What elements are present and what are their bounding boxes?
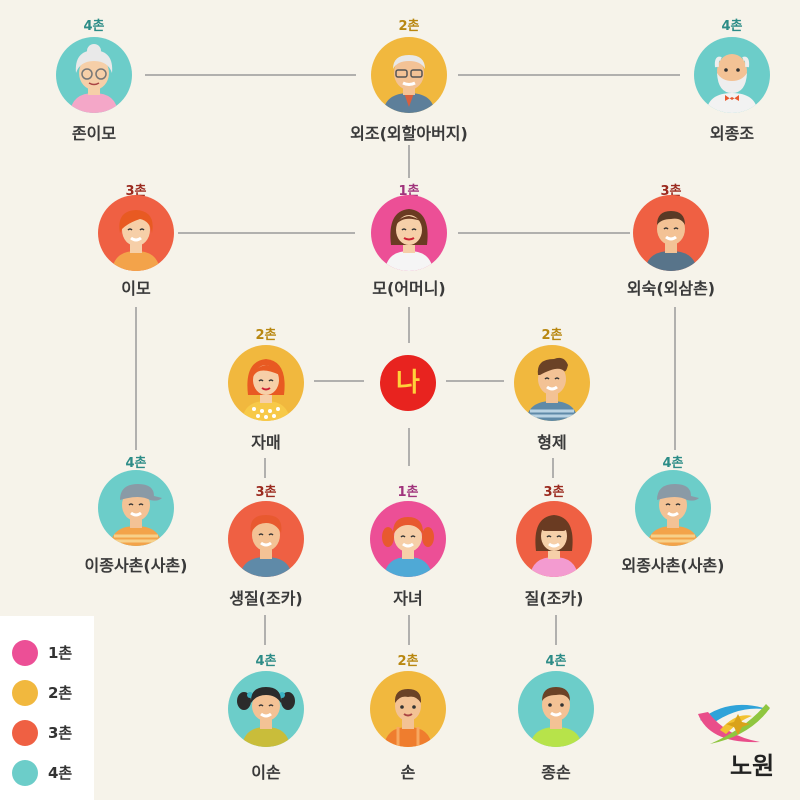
- node-label: 외조(외할아버지): [350, 124, 468, 143]
- nowon-star-logo-icon: [698, 704, 770, 744]
- legend-dot: [12, 760, 38, 786]
- nephew-icon: [228, 501, 304, 577]
- node-label: 질(조카): [524, 589, 584, 608]
- node-label: 이손: [251, 763, 281, 782]
- boy-icon: [518, 671, 594, 747]
- cousin-cap-icon: [635, 470, 711, 546]
- degree-badge: 3촌: [543, 485, 565, 500]
- degree-badge: 4촌: [255, 654, 277, 669]
- degree-badge: 1촌: [397, 485, 419, 500]
- niece-icon: [516, 501, 592, 577]
- legend-dot: [12, 680, 38, 706]
- legend-label: 4촌: [48, 764, 73, 782]
- degree-badge: 2촌: [398, 19, 420, 34]
- node-label: 외종조: [709, 124, 755, 143]
- node-label: 외종사촌(사촌): [621, 556, 725, 575]
- node-label: 형제: [537, 433, 567, 452]
- node-label: 존이모: [71, 124, 117, 143]
- daughter-pigtails-icon: [370, 501, 446, 577]
- node-label: 생질(조카): [229, 589, 303, 608]
- girl-pigtails-icon: [228, 671, 304, 747]
- node-label: 종손: [541, 763, 571, 782]
- legend-label: 2촌: [48, 684, 73, 702]
- node-label: 자녀: [393, 589, 423, 608]
- me-badge: 나: [380, 355, 436, 411]
- node-label: 모(어머니): [372, 279, 446, 298]
- nowon-logo: 노원: [690, 700, 790, 790]
- node-label: 외숙(외삼촌): [626, 279, 716, 298]
- uncle-icon: [633, 195, 709, 271]
- sister-icon: [228, 345, 304, 421]
- degree-badge: 4촌: [662, 456, 684, 471]
- grandmother-icon: [56, 37, 132, 113]
- degree-badge: 2촌: [541, 328, 563, 343]
- brother-icon: [514, 345, 590, 421]
- logo-text: 노원: [730, 751, 775, 780]
- degree-badge: 4촌: [545, 654, 567, 669]
- degree-badge: 4촌: [83, 19, 105, 34]
- degree-badge: 2촌: [397, 654, 419, 669]
- woman-red-hair-icon: [98, 195, 174, 271]
- legend-dot: [12, 720, 38, 746]
- degree-legend: 1촌 2촌 3촌 4촌: [0, 616, 94, 800]
- bearded-old-man-icon: [694, 37, 770, 113]
- degree-badge: 4촌: [125, 456, 147, 471]
- node-label: 손: [400, 763, 416, 782]
- legend-label: 1촌: [48, 644, 73, 662]
- degree-badge: 3촌: [255, 485, 277, 500]
- grandfather-glasses-icon: [371, 37, 447, 113]
- cousin-cap-icon: [98, 470, 174, 546]
- degree-badge: 4촌: [721, 19, 743, 34]
- legend-label: 3촌: [48, 724, 73, 742]
- node-label: 자매: [251, 433, 281, 452]
- node-label: 이모: [121, 279, 151, 298]
- grandchild-icon: [370, 671, 446, 747]
- node-label: 이종사촌(사촌): [84, 556, 188, 575]
- mother-icon: [371, 195, 447, 271]
- legend-dot: [12, 640, 38, 666]
- degree-badge: 2촌: [255, 328, 277, 343]
